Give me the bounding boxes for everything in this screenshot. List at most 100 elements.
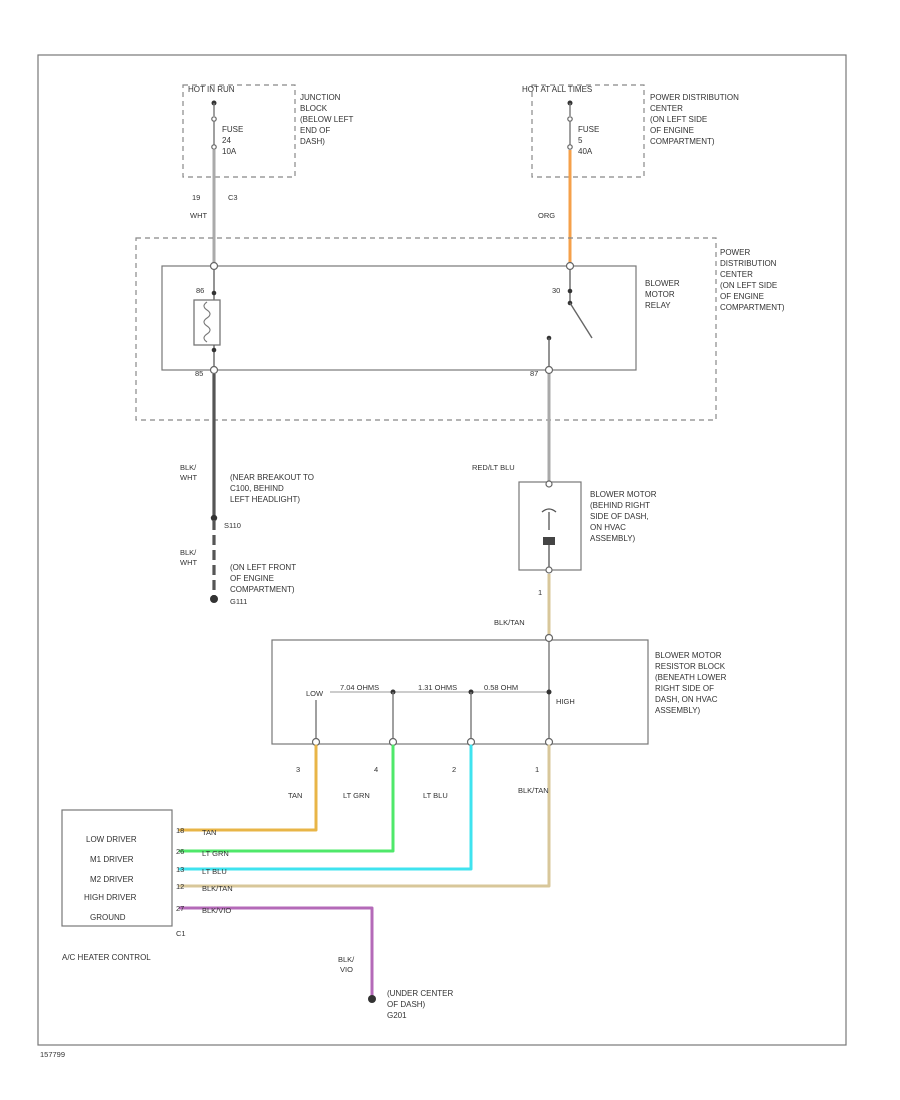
- fuse2-terminal-top: [567, 116, 573, 122]
- coil-winding-icon: [203, 301, 211, 343]
- svg-text:LOW DRIVER: LOW DRIVER: [86, 835, 137, 844]
- svg-text:BLOWER: BLOWER: [645, 279, 680, 288]
- resistor-low-label: LOW: [306, 689, 324, 698]
- svg-text:BLK/: BLK/: [180, 463, 197, 472]
- svg-text:(BELOW LEFT: (BELOW LEFT: [300, 115, 353, 124]
- resistor-label: BLOWER MOTOR RESISTOR BLOCK (BENEATH LOW…: [655, 651, 727, 715]
- motor-winding-icon: [541, 508, 557, 513]
- svg-text:M2 DRIVER: M2 DRIVER: [90, 875, 134, 884]
- resistor-connector-high: [544, 737, 554, 747]
- resistor-r1: 7.04 OHMS: [340, 683, 379, 692]
- svg-text:WHT: WHT: [180, 558, 197, 567]
- relay-connector-switch-in: [565, 261, 575, 271]
- junction-block-box: [182, 84, 296, 178]
- svg-text:GROUND: GROUND: [90, 913, 126, 922]
- resistor-r3: 0.58 OHM: [484, 683, 518, 692]
- fuse2-number: 5: [578, 136, 583, 145]
- fuse2-header: HOT AT ALL TIMES: [522, 85, 592, 94]
- bottom-wire-2-pin: 4: [374, 765, 378, 774]
- ground2-color: BLK/ VIO: [338, 955, 355, 974]
- relay-switch-contact: [569, 302, 593, 339]
- relay-label: BLOWER MOTOR RELAY: [645, 279, 680, 310]
- bottom-wire-4-color: BLK/TAN: [518, 786, 549, 795]
- power-distribution-fuse-box: [531, 84, 645, 178]
- svg-text:COMPARTMENT): COMPARTMENT): [720, 303, 785, 312]
- svg-text:(UNDER CENTER: (UNDER CENTER: [387, 989, 453, 998]
- resistor-connector-m2: [466, 737, 476, 747]
- relay-coil-pin: 86: [196, 286, 204, 295]
- fuse2-terminal-bottom: [567, 144, 573, 150]
- svg-text:LT BLU: LT BLU: [202, 867, 227, 876]
- relay-coil-out-pin: 85: [195, 369, 203, 378]
- resistor-connector-m1: [388, 737, 398, 747]
- left-wire-color2: BLK/ WHT: [180, 548, 197, 567]
- blower-motor-label: BLOWER MOTOR (BEHIND RIGHT SIDE OF DASH,…: [590, 490, 657, 543]
- wire-tan: [178, 744, 318, 832]
- svg-text:OF ENGINE: OF ENGINE: [230, 574, 274, 583]
- relay-connector-coil-out: [209, 365, 219, 375]
- svg-text:END OF: END OF: [300, 126, 330, 135]
- control-wire-labels: TAN LT GRN LT BLU BLK/TAN BLK/VIO: [202, 828, 233, 915]
- fuse1-header: HOT IN RUN: [188, 85, 235, 94]
- relay-coil: [193, 299, 221, 346]
- svg-text:CENTER: CENTER: [650, 104, 683, 113]
- diagram-frame: [37, 54, 847, 1046]
- wire-lt-grn: [178, 744, 395, 853]
- svg-text:MOTOR: MOTOR: [645, 290, 675, 299]
- svg-text:WHT: WHT: [180, 473, 197, 482]
- left-wire-color: WHT: [190, 211, 207, 220]
- svg-text:ASSEMBLY): ASSEMBLY): [655, 706, 701, 715]
- ac-heater-control: [61, 809, 173, 927]
- relay-switch-out-pin: 87: [530, 369, 538, 378]
- blower-motor-relay: [161, 265, 637, 371]
- resistor-connector-low: [311, 737, 321, 747]
- svg-text:POWER: POWER: [720, 248, 750, 257]
- motor-armature-icon: [543, 537, 555, 545]
- wire-blk-vio: [178, 906, 374, 998]
- fuse1-location: JUNCTION BLOCK (BELOW LEFT END OF DASH): [300, 93, 353, 146]
- splice-s110: [210, 514, 218, 522]
- svg-text:BLK/VIO: BLK/VIO: [202, 906, 231, 915]
- left-wire-color1: BLK/ WHT: [180, 463, 197, 482]
- svg-text:(ON LEFT SIDE: (ON LEFT SIDE: [650, 115, 707, 124]
- pdc-label: POWER DISTRIBUTION CENTER (ON LEFT SIDE …: [720, 248, 785, 312]
- svg-text:SIDE OF DASH,: SIDE OF DASH,: [590, 512, 649, 521]
- svg-text:12: 12: [176, 882, 184, 891]
- svg-text:JUNCTION: JUNCTION: [300, 93, 341, 102]
- blower-motor-connector-bottom: [545, 566, 553, 574]
- wire-lt-blu: [178, 744, 473, 871]
- svg-text:COMPARTMENT): COMPARTMENT): [230, 585, 295, 594]
- blower-motor-resistor-block: [271, 639, 649, 745]
- svg-text:DASH, ON HVAC: DASH, ON HVAC: [655, 695, 718, 704]
- svg-text:COMPARTMENT): COMPARTMENT): [650, 137, 715, 146]
- svg-text:13: 13: [176, 865, 184, 874]
- svg-text:LT GRN: LT GRN: [202, 849, 229, 858]
- bottom-wire-3-pin: 2: [452, 765, 456, 774]
- svg-text:RESISTOR BLOCK: RESISTOR BLOCK: [655, 662, 726, 671]
- fuse2-location: POWER DISTRIBUTION CENTER (ON LEFT SIDE …: [650, 93, 739, 146]
- bottom-wire-3-color: LT BLU: [423, 791, 448, 800]
- svg-text:(ON LEFT FRONT: (ON LEFT FRONT: [230, 563, 296, 572]
- left-wire-note2: (ON LEFT FRONT OF ENGINE COMPARTMENT): [230, 563, 296, 594]
- svg-text:M1 DRIVER: M1 DRIVER: [90, 855, 134, 864]
- svg-text:BLOCK: BLOCK: [300, 104, 328, 113]
- control-rows: LOW DRIVER M1 DRIVER M2 DRIVER HIGH DRIV…: [84, 835, 137, 922]
- figure-code: 157799: [40, 1050, 65, 1059]
- bottom-wire-2-color: LT GRN: [343, 791, 370, 800]
- svg-text:BLK/: BLK/: [338, 955, 355, 964]
- svg-text:CENTER: CENTER: [720, 270, 753, 279]
- svg-text:POWER DISTRIBUTION: POWER DISTRIBUTION: [650, 93, 739, 102]
- right-wire-color: ORG: [538, 211, 555, 220]
- fuse1-name: FUSE: [222, 125, 243, 134]
- svg-text:DASH): DASH): [300, 137, 325, 146]
- fuse2-amp: 40A: [578, 147, 593, 156]
- left-wire-pin: 19: [192, 193, 200, 202]
- svg-text:RELAY: RELAY: [645, 301, 671, 310]
- bottom-wire-4-pin: 1: [535, 765, 539, 774]
- relay-connector-coil-in: [209, 261, 219, 271]
- right-wire-color-motor: RED/LT BLU: [472, 463, 515, 472]
- resistor-connector-top: [544, 633, 554, 643]
- svg-text:BLOWER MOTOR: BLOWER MOTOR: [590, 490, 657, 499]
- ground-g111-icon: [210, 595, 218, 603]
